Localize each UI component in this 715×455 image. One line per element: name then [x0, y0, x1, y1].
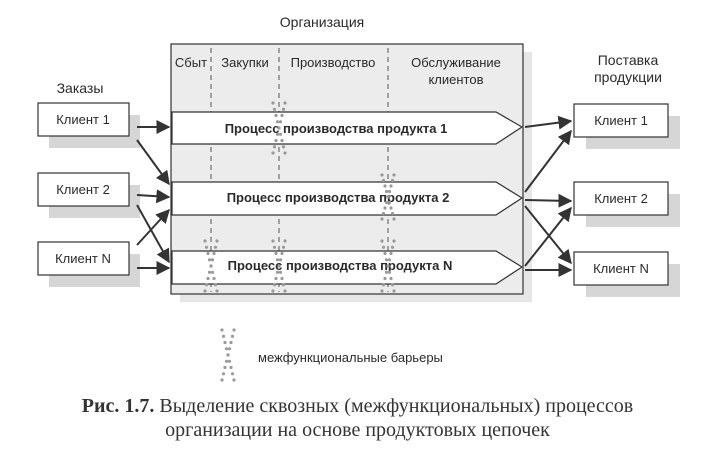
function-purchasing: Закупки — [221, 55, 268, 70]
client-right-2-label: Клиент 2 — [594, 191, 648, 206]
caption-text-2: организации на основе продуктовых цепоче… — [165, 419, 550, 441]
client-right-2: Клиент 2 — [573, 181, 680, 227]
process-arrow-1: Процесс производства продукта 1 — [171, 111, 524, 145]
delivery-arrow-2-n — [524, 205, 572, 265]
client-right-1-label: Клиент 1 — [594, 113, 648, 128]
delivery-arrow-2-1 — [524, 129, 572, 193]
barrier-marker-p1-production — [271, 101, 287, 155]
barrier-markers — [203, 101, 396, 293]
delivery-label: Поставка продукции — [594, 52, 662, 85]
figure-caption: Рис. 1.7. Выделение сквозных (межфункцио… — [0, 394, 715, 442]
function-service-line2: клиентов — [428, 72, 483, 87]
caption-line-1: Рис. 1.7. Выделение сквозных (межфункцио… — [0, 394, 715, 418]
client-right-1: Клиент 1 — [573, 103, 680, 149]
client-left-1: Клиент 1 — [37, 102, 140, 148]
barrier-legend-x — [220, 328, 236, 382]
caption-text-1: Выделение сквозных (межфункциональных) п… — [159, 395, 634, 417]
barrier-marker-p2-service — [380, 173, 396, 221]
barrier-legend-label: межфункциональные барьеры — [258, 350, 443, 365]
delivery-arrow-n-2 — [524, 206, 572, 267]
barrier-legend-icon — [220, 328, 236, 382]
figure-number: Рис. 1.7. — [81, 395, 155, 417]
client-left-2: Клиент 2 — [37, 172, 140, 218]
client-left-n: Клиент N — [37, 241, 140, 287]
order-arrow-1-2 — [136, 139, 170, 186]
client-right-n: Клиент N — [573, 251, 680, 297]
order-arrow-n-2 — [136, 208, 170, 246]
function-service-line1: Обслуживание — [411, 55, 501, 70]
process-label-2: Процесс производства продукта 2 — [227, 190, 450, 205]
process-arrow-2: Процесс производства продукта 2 — [171, 181, 524, 216]
client-left-n-label: Клиент N — [55, 251, 111, 266]
organization-label: Организация — [280, 14, 364, 30]
client-left-2-label: Клиент 2 — [56, 182, 110, 197]
order-arrow-2-n — [136, 204, 170, 264]
process-label-1: Процесс производства продукта 1 — [225, 121, 448, 136]
order-arrow-2-2 — [136, 189, 171, 204]
delivery-arrow-2-2 — [524, 193, 573, 208]
process-label-n: Процесс производства продукта N — [228, 258, 453, 273]
barrier-marker-pn-service — [380, 239, 396, 293]
process-arrow-n: Процесс производства продукта N — [171, 250, 524, 285]
order-connectors — [136, 120, 171, 275]
client-right-n-label: Клиент N — [593, 261, 649, 276]
client-left-1-label: Клиент 1 — [56, 112, 110, 127]
delivery-label-line1: Поставка — [598, 52, 659, 68]
function-sales: Сбыт — [175, 55, 207, 70]
barrier-marker-pn-purchasing — [203, 239, 219, 293]
delivery-label-line2: продукции — [594, 69, 662, 85]
function-production: Производство — [291, 55, 376, 70]
delivery-arrow-1-1 — [524, 115, 573, 130]
orders-label: Заказы — [57, 80, 104, 96]
delivery-connectors — [524, 115, 573, 277]
barrier-marker-pn-production — [271, 239, 287, 293]
